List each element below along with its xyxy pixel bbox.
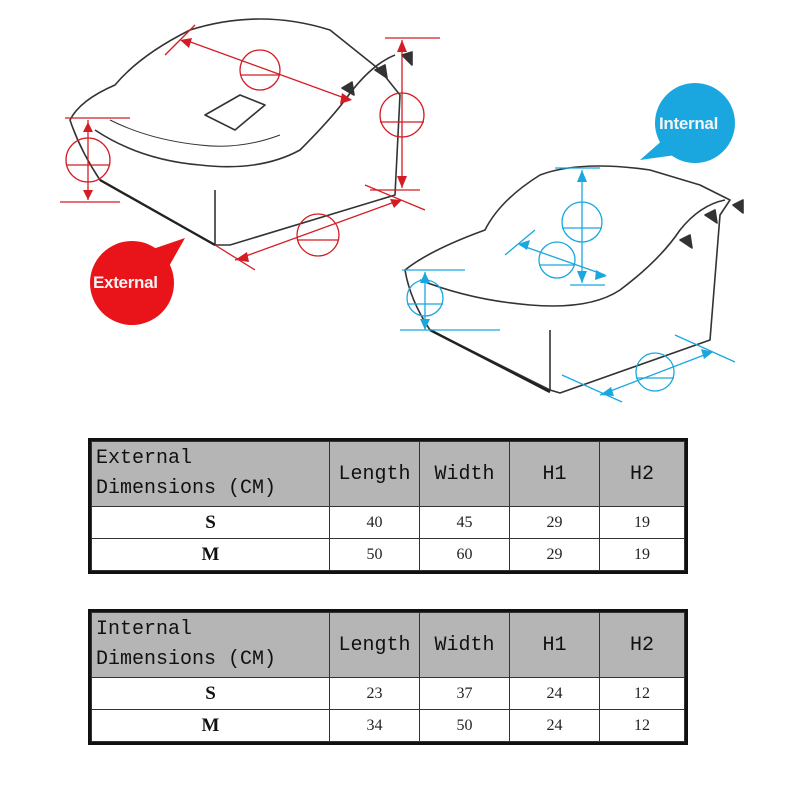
table-row: M 50 60 29 19 [91,538,685,571]
internal-bubble [640,83,735,163]
width-cell: 45 [419,506,510,539]
internal-dimension-marks [400,167,736,403]
column-header-width: Width [419,441,510,507]
title-line-1: External [96,447,193,470]
length-cell: 50 [329,538,420,571]
external-bubble [90,238,185,325]
column-header-h1: H1 [509,441,600,507]
h1-cell: 24 [509,677,600,710]
table-header-row: Internal Dimensions (CM) Length Width H1… [91,612,685,678]
internal-bed-drawing [404,165,744,394]
external-label: External [93,273,158,292]
width-cell: 60 [419,538,510,571]
size-cell: M [91,709,330,742]
external-bed-drawing [69,18,413,247]
h2-cell: 12 [599,709,685,742]
table-row: S 23 37 24 12 [91,677,685,710]
size-cell: M [91,538,330,571]
h2-cell: 12 [599,677,685,710]
length-cell: 40 [329,506,420,539]
h1-cell: 29 [509,538,600,571]
title-line-2: Dimensions (CM) [96,648,277,671]
title-line-1: Internal [96,618,193,641]
table-row: M 34 50 24 12 [91,709,685,742]
title-line-2: Dimensions (CM) [96,477,277,500]
external-dimensions-table: External Dimensions (CM) Length Width H1… [88,438,688,574]
width-cell: 37 [419,677,510,710]
internal-arrowheads [420,170,713,396]
column-header-length: Length [329,441,420,507]
external-dimension-marks [60,24,440,271]
column-header-h2: H2 [599,441,685,507]
table-title: Internal Dimensions (CM) [91,612,330,678]
h1-cell: 24 [509,709,600,742]
bed-dimension-illustration [60,18,744,403]
size-cell: S [91,677,330,710]
external-arrowheads [83,38,407,262]
table-header-row: External Dimensions (CM) Length Width H1… [91,441,685,507]
table-title: External Dimensions (CM) [91,441,330,507]
length-cell: 34 [329,709,420,742]
internal-dimensions-table: Internal Dimensions (CM) Length Width H1… [88,609,688,745]
column-header-width: Width [419,612,510,678]
column-header-h2: H2 [599,612,685,678]
table-row: S 40 45 29 19 [91,506,685,539]
size-cell: S [91,506,330,539]
internal-label: Internal [659,114,719,133]
length-cell: 23 [329,677,420,710]
width-cell: 50 [419,709,510,742]
h2-cell: 19 [599,538,685,571]
column-header-h1: H1 [509,612,600,678]
column-header-length: Length [329,612,420,678]
h1-cell: 29 [509,506,600,539]
h2-cell: 19 [599,506,685,539]
